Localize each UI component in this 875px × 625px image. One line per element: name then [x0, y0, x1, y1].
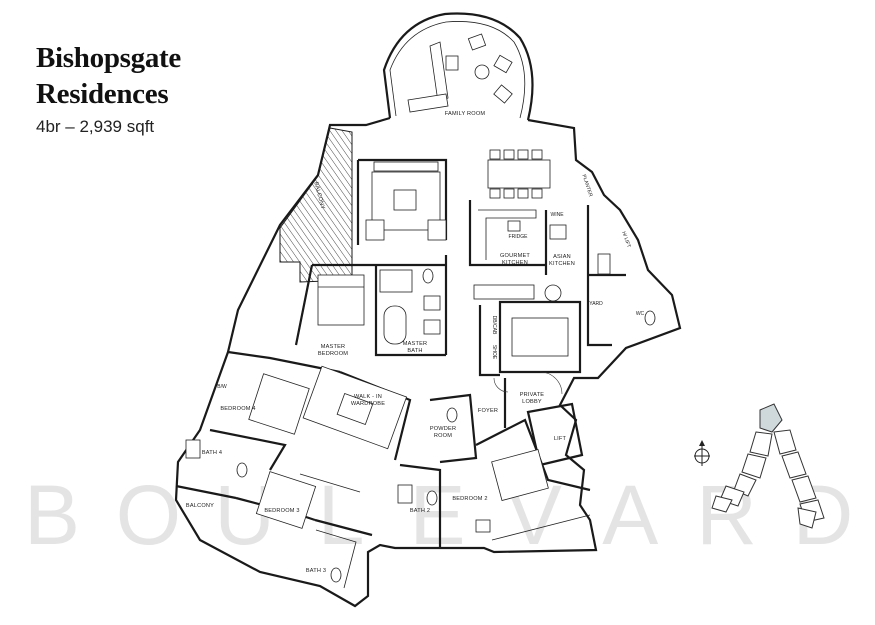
room-label-powder-room-2: ROOM	[434, 433, 452, 439]
dining-kitchen: WINE FRIDGE GOURMET KITCHEN ASIAN KITCHE…	[473, 149, 656, 360]
label-fridge: FRIDGE	[509, 234, 529, 240]
top-balcony: BALCONY	[279, 127, 353, 283]
living-room	[365, 161, 447, 241]
dining-chair	[531, 149, 543, 160]
room-label-master-bedroom-1: MASTER	[321, 344, 346, 350]
bedroom-3-suite: BALCONY BEDROOM 3 BATH 3	[186, 471, 361, 589]
room-label-master-bath-2: BATH	[407, 348, 422, 354]
living-sofa	[373, 161, 439, 172]
master-shower	[379, 269, 413, 293]
room-label-lift: LIFT	[554, 436, 567, 442]
master-toilet	[422, 268, 434, 284]
bedroom-2-bed	[491, 448, 549, 502]
title-block: Bishopsgate Residences 4br – 2,939 sqft	[36, 40, 181, 140]
room-label-asian-kitchen-2: KITCHEN	[549, 261, 575, 267]
room-label-gourmet-kitchen-2: KITCHEN	[502, 260, 528, 266]
room-label-asian-kitchen-1: ASIAN	[553, 254, 571, 260]
room-label-walk-in-wardrobe-1: WALK - IN	[354, 394, 382, 400]
family-room-armchair	[467, 33, 487, 51]
master-suite: MASTER BEDROOM MASTER BATH	[317, 268, 441, 357]
room-label-powder-room-1: POWDER	[430, 426, 456, 432]
room-label-walk-in-wardrobe-2: WARDROBE	[351, 401, 385, 407]
room-label-bedroom-3: BEDROOM 3	[264, 508, 299, 514]
bedroom-3-bed	[255, 471, 317, 529]
label-yard: YARD	[589, 301, 603, 307]
bath-2-vanity	[397, 484, 413, 504]
bath-4-toilet	[236, 462, 248, 478]
kitchen-sink	[507, 220, 521, 232]
bath-2-toilet	[426, 490, 438, 506]
bedroom-2-suite: BEDROOM 2 BATH 2	[397, 448, 591, 541]
room-label-bedroom-2: BEDROOM 2	[452, 496, 487, 502]
dining-chair	[489, 149, 501, 160]
dining-chair	[503, 149, 515, 160]
room-label-bedroom-4: BEDROOM 4	[220, 406, 255, 412]
bedroom-2-chair	[475, 519, 491, 533]
label-wc: WC	[636, 311, 645, 317]
foyer-area: FOYER PRIVATE LOBBY LIFT POWDER ROOM	[430, 371, 567, 442]
coffee-table	[393, 189, 417, 211]
family-room-sofa	[429, 41, 449, 103]
wc-toilet	[644, 310, 656, 326]
title-line-1: Bishopsgate	[36, 42, 181, 74]
family-room-armchair	[445, 55, 459, 71]
master-vanity	[423, 295, 441, 311]
dining-chair	[531, 188, 543, 199]
room-label-master-bedroom-2: BEDROOM	[318, 351, 348, 357]
label-bw: B/W	[217, 384, 227, 390]
key-plan-icon	[711, 403, 825, 529]
label-hs-lift: H/ LIFT	[620, 231, 631, 249]
north-arrow-icon	[694, 440, 710, 466]
room-label-bath-2: BATH 2	[410, 508, 430, 514]
powder-toilet	[446, 407, 458, 423]
dining-chair	[517, 188, 529, 199]
master-bed	[317, 274, 365, 326]
room-label-private-lobby-2: LOBBY	[522, 399, 542, 405]
bedroom-4-suite: WALK - IN WARDROBE BEDROOM 4 B/W BATH 4	[185, 365, 408, 478]
room-label-bath-4: BATH 4	[202, 450, 222, 456]
family-room-armchair	[493, 54, 513, 74]
room-label-gourmet-kitchen-1: GOURMET	[500, 253, 530, 259]
kitchen-counter	[473, 284, 535, 300]
title-line-2: Residences	[36, 78, 169, 110]
family-room-side-table	[474, 64, 490, 80]
label-dbcab: DB/CAB	[491, 316, 497, 335]
outer-walls	[174, 116, 682, 608]
room-label-foyer: FOYER	[478, 408, 498, 414]
stove	[597, 253, 611, 275]
room-label-bath-3: BATH 3	[306, 568, 326, 574]
label-wine: WINE	[550, 212, 564, 218]
label-planter: PLANTER	[581, 174, 594, 198]
dining-table	[487, 159, 551, 189]
room-label-family-room: FAMILY ROOM	[445, 111, 486, 117]
unit-size-subtitle: 4br – 2,939 sqft	[36, 117, 155, 136]
wardrobe-island	[336, 393, 374, 425]
living-armchair	[427, 219, 447, 241]
dining-chair	[517, 149, 529, 160]
label-shoe: SHOE	[491, 345, 497, 360]
washing-machine	[544, 284, 562, 302]
living-armchair	[365, 219, 385, 241]
family-room-armchair	[493, 84, 513, 104]
room-label-master-bath-1: MASTER	[403, 341, 428, 347]
master-vanity	[423, 319, 441, 335]
bath-4-vanity	[185, 439, 201, 459]
dining-chair	[489, 188, 501, 199]
room-label-balcony-bottom: BALCONY	[186, 503, 214, 509]
master-bathtub	[383, 305, 407, 345]
room-label-private-lobby-1: PRIVATE	[520, 392, 545, 398]
family-room-sofa-lower	[407, 93, 449, 113]
fridge	[549, 224, 567, 240]
dining-chair	[503, 188, 515, 199]
hs-bed	[511, 317, 569, 357]
bedroom-4-bed	[248, 373, 310, 435]
family-room-bay: FAMILY ROOM	[382, 12, 534, 121]
bath-3-toilet	[330, 567, 342, 583]
